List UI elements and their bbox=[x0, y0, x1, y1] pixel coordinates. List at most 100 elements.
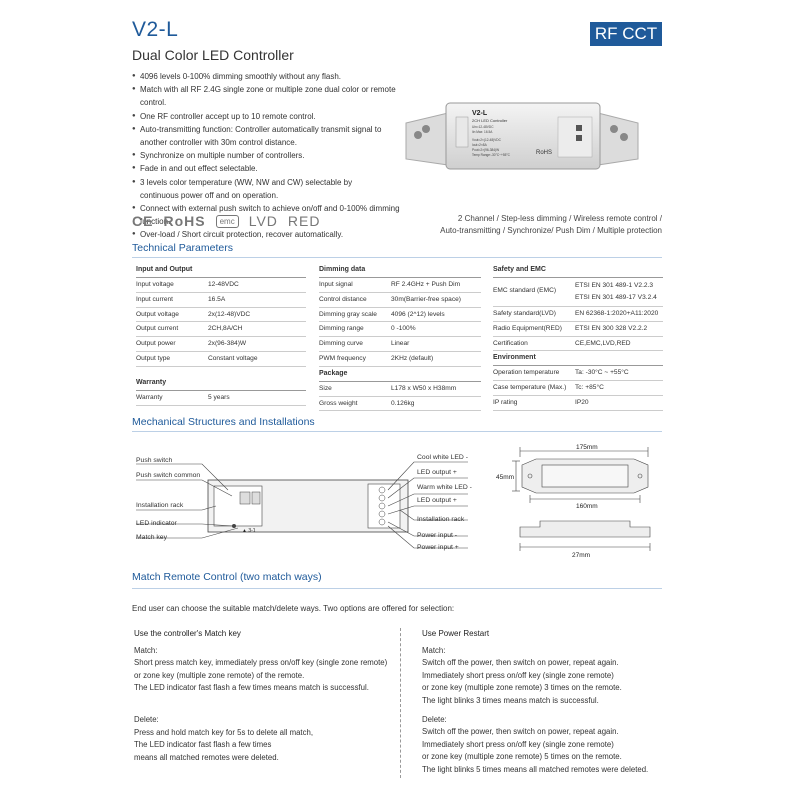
product-rohs: RoHS bbox=[536, 150, 552, 156]
param-value: EN 62368-1:2020+A11:2020 bbox=[575, 310, 659, 317]
param-name: Dimming range bbox=[319, 325, 364, 333]
table-row: Safety standard(LVD)EN 62368-1:2020+A11:… bbox=[493, 307, 663, 322]
match-left-column: Use the controller's Match key Match: Sh… bbox=[134, 628, 396, 764]
feature-item: 3 levels color temperature (WW, NW and C… bbox=[132, 176, 422, 189]
param-name: PWM frequency bbox=[319, 354, 366, 362]
param-name: Input current bbox=[136, 295, 174, 303]
param-name: Output type bbox=[136, 354, 171, 362]
table-row: Dimming range 0 -100% bbox=[319, 322, 481, 338]
table-title: Safety and EMC bbox=[493, 263, 663, 278]
label-push-switch: Push switch bbox=[136, 457, 173, 464]
match-right-column: Use Power Restart Match: Switch off the … bbox=[422, 628, 662, 777]
feature-item: Fade in and out effect selectable. bbox=[132, 162, 422, 175]
dim-depth: 27mm bbox=[572, 552, 590, 559]
param-value: ETSI EN 300 328 V2.2.2 bbox=[575, 324, 648, 332]
rohs-mark: RoHS bbox=[163, 213, 206, 229]
table-title: Environment bbox=[493, 351, 663, 367]
match-title: Match: bbox=[422, 645, 446, 655]
label-led-indicator: LED indicator bbox=[136, 520, 177, 527]
page-subtitle: Dual Color LED Controller bbox=[132, 47, 294, 63]
param-value: 0.126kg bbox=[391, 399, 415, 407]
param-name: Warranty bbox=[136, 394, 163, 401]
table-row: Case temperature (Max.)Tc: +85°C bbox=[493, 381, 663, 396]
table-row: PWM frequency 2KHz (default) bbox=[319, 352, 481, 367]
text-line: Switch off the power, then switch on pow… bbox=[422, 658, 619, 668]
section-rule bbox=[132, 588, 662, 589]
product-name: 2CH LED Controller bbox=[472, 118, 508, 123]
tagline: 2 Channel / Step-less dimming / Wireless… bbox=[440, 213, 662, 237]
column-heading: Use Power Restart bbox=[422, 629, 490, 638]
param-value: 30m(Barrier-free space) bbox=[391, 295, 461, 303]
param-name: Output power bbox=[136, 340, 176, 348]
table-row: Output power 2x(96-384)W bbox=[136, 337, 306, 352]
column-heading: Use the controller's Match key bbox=[134, 629, 241, 638]
ce-mark: CE bbox=[132, 213, 154, 229]
table-title: Dimming data bbox=[319, 263, 481, 278]
table-warranty: Warranty Warranty 5 years bbox=[136, 376, 306, 406]
label-power-input-pos: Power input + bbox=[417, 544, 459, 551]
tagline-line: 2 Channel / Step-less dimming / Wireless… bbox=[457, 214, 662, 223]
param-name: Output voltage bbox=[136, 310, 179, 318]
text-line: The LED indicator fast flash a few times bbox=[134, 740, 272, 750]
param-value: 5 years bbox=[208, 394, 230, 401]
product-spec: Iout=2×8A bbox=[472, 143, 488, 147]
certification-logos: CE RoHS emc LVD RED bbox=[132, 213, 320, 229]
section-mechanical: Mechanical Structures and Installations bbox=[132, 416, 315, 428]
feature-item: Match with all RF 2.4G single zone or mu… bbox=[132, 83, 422, 109]
table-row: EMC standard (EMC) ETSI EN 301 489-1 V2.… bbox=[493, 278, 663, 307]
product-spec: Iin Max: 16.5A bbox=[472, 130, 493, 134]
param-value: 2x(12-48)VDC bbox=[208, 310, 251, 318]
emc-mark: emc bbox=[215, 214, 239, 228]
param-value: IP20 bbox=[575, 398, 589, 406]
param-value: 4096 (2^12) levels bbox=[391, 310, 445, 318]
table-row: Output voltage 2x(12-48)VDC bbox=[136, 308, 306, 323]
param-value: Tc: +85°C bbox=[575, 384, 604, 392]
feature-list: 4096 levels 0-100% dimming smoothly with… bbox=[132, 70, 422, 242]
table-row: Warranty 5 years bbox=[136, 391, 306, 406]
label-push-switch-common: Push switch common bbox=[136, 472, 201, 479]
param-name: Dimming curve bbox=[319, 340, 363, 348]
param-value: 16.5A bbox=[208, 295, 226, 303]
param-value: CE,EMC,LVD,RED bbox=[575, 339, 631, 347]
text-line: or zone key (multiple zone remote) of th… bbox=[134, 670, 305, 680]
param-name: Radio Equipment(RED) bbox=[493, 324, 562, 332]
param-value: ETSI EN 301 489-17 V3.2.4 bbox=[575, 294, 657, 301]
param-value: 2CH,8A/CH bbox=[208, 325, 243, 333]
feature-item-cont: continuous power off and on operation. bbox=[140, 190, 279, 200]
product-spec: Pout=2×(96-384)W bbox=[472, 148, 499, 152]
table-row: Input current 16.5A bbox=[136, 293, 306, 308]
text-line: Immediately short press on/off key (sing… bbox=[422, 670, 614, 680]
feature-item: Auto-transmitting function: Controller a… bbox=[132, 123, 422, 136]
red-mark: RED bbox=[287, 213, 321, 229]
section-rule bbox=[132, 431, 662, 432]
column-divider bbox=[400, 628, 401, 778]
text-line: Press and hold match key for 5s to delet… bbox=[134, 727, 313, 737]
dimension-drawing: 175mm 45mm 160mm 27mm bbox=[496, 444, 651, 559]
dim-length: 175mm bbox=[576, 444, 598, 451]
param-value: L178 x W50 x H38mm bbox=[391, 384, 457, 392]
param-value: ETSI EN 301 489-1 V2.2.3 bbox=[575, 282, 654, 289]
text-line: Short press match key, immediately press… bbox=[134, 658, 388, 668]
section-technical-parameters: Technical Parameters bbox=[132, 242, 233, 254]
label-led-output: LED output + bbox=[417, 469, 457, 476]
product-spec: Vout=2×(12-48)VDC bbox=[472, 138, 502, 142]
param-value: 2KHz (default) bbox=[391, 354, 434, 362]
dim-height: 45mm bbox=[496, 474, 514, 481]
feature-item: 4096 levels 0-100% dimming smoothly with… bbox=[132, 70, 422, 83]
param-value: Linear bbox=[391, 340, 410, 348]
param-name: Output current bbox=[136, 325, 179, 333]
product-image: V2-L 2CH LED Controller Uin=12-48VDC Iin… bbox=[405, 102, 639, 170]
label-cool-white: Cool white LED - bbox=[417, 454, 468, 461]
text-line: or zone key (multiple zone remote) 3 tim… bbox=[422, 683, 622, 693]
param-value: 0 -100% bbox=[391, 325, 416, 333]
param-value: 2x(96-384)W bbox=[208, 340, 247, 348]
